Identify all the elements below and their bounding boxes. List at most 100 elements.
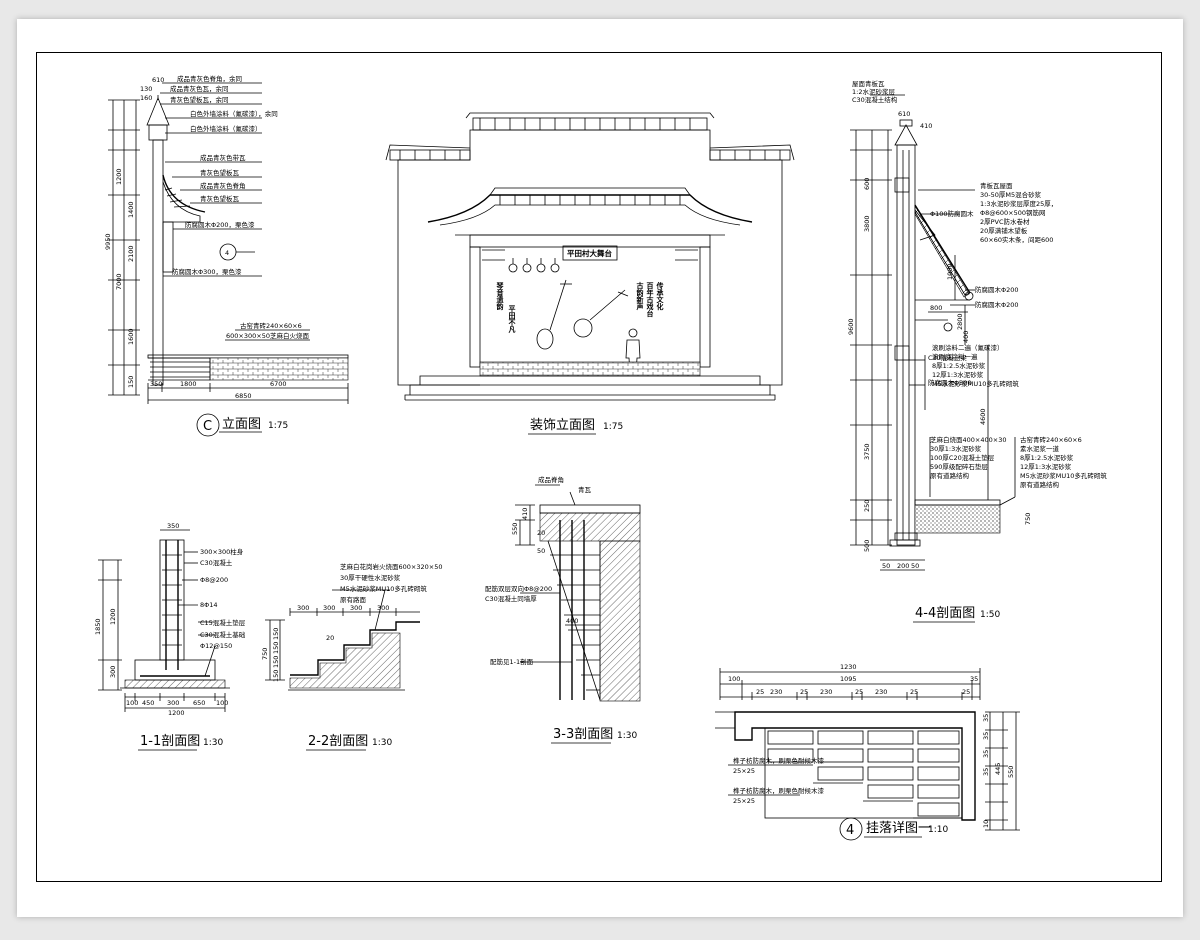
section-4-4-title: 4-4剖面图 bbox=[915, 606, 975, 621]
section-2-2-scale: 1:30 bbox=[372, 738, 392, 748]
couplet-left-1: 平田不凡 bbox=[508, 305, 516, 334]
s22-dim-1: 300 bbox=[323, 604, 335, 612]
d4-dim-side-0: 550 bbox=[1007, 766, 1015, 778]
s22-note-0: 芝麻白花岗岩火烧面600×320×50 bbox=[340, 562, 442, 571]
d4-dim-top-7: 25 bbox=[855, 688, 863, 696]
s11-note-5: C30混凝土基础 bbox=[200, 630, 246, 639]
c-note-0: 成品青灰色脊角，余同 bbox=[177, 74, 242, 83]
c-note-7: 成品青灰色脊角 bbox=[200, 181, 246, 190]
s22-dim-0: 300 bbox=[297, 604, 309, 612]
s44-note-19: M5水泥砂浆MU10多孔砖砌筑 bbox=[932, 379, 1019, 388]
s33-note-4: 配筋见1-1剖面 bbox=[490, 657, 534, 666]
s44-dim-6: 800 bbox=[930, 304, 942, 312]
d4-dim-side-4: 35 bbox=[982, 750, 990, 758]
c-dim-side-1: 1200 bbox=[115, 168, 123, 185]
s22-dim-2: 300 bbox=[350, 604, 362, 612]
c-dim-bottom-3: 6850 bbox=[235, 392, 252, 400]
d4-note-3: 25×25 bbox=[733, 797, 755, 805]
s44-note-6: Φ8@600×500钢筋网 bbox=[980, 208, 1046, 217]
s44-note-2: C30混凝土结构 bbox=[852, 95, 898, 104]
s44-note-9: 60×60实木条，间距600 bbox=[980, 235, 1053, 244]
s44-note-23: 590厚级配碎石垫层 bbox=[930, 462, 988, 471]
d4-dim-top-9: 25 bbox=[910, 688, 918, 696]
s44-dim-13: 500 bbox=[863, 540, 871, 552]
d4-dim-top-6: 230 bbox=[820, 688, 832, 696]
s33-dim-2: 20 bbox=[537, 529, 545, 537]
s44-note-11: 防腐圆木Φ200 bbox=[975, 285, 1019, 294]
c-dim-bottom-0: 350 bbox=[150, 380, 162, 388]
s33-dim-0: 550 bbox=[511, 523, 519, 535]
s44-dim-7: 2800 bbox=[956, 313, 964, 330]
s33-note-0: 成品脊角 bbox=[538, 475, 564, 484]
d4-dim-top-4: 230 bbox=[770, 688, 782, 696]
c-note-5: 成品青灰色带瓦 bbox=[200, 153, 246, 162]
c-dim-top-2: 160 bbox=[140, 94, 152, 102]
s33-dim-1: 410 bbox=[521, 508, 529, 520]
section-4-4: 屋面青板瓦1:2水泥砂浆层C30混凝土结构青板瓦屋面30-50厚M5混合砂浆1:… bbox=[847, 79, 1107, 623]
d4-dim-top-8: 230 bbox=[875, 688, 887, 696]
s44-note-26: 素水泥浆一道 bbox=[1020, 444, 1060, 453]
s11-dim-0: 350 bbox=[167, 522, 179, 530]
c-note-2: 青灰色望板瓦，余同 bbox=[170, 95, 229, 104]
s44-note-5: 1:3水泥砂浆层厚度25厚， bbox=[980, 199, 1057, 208]
detail-4-title: 挂落详图一 bbox=[866, 821, 931, 836]
d4-dim-side-5: 35 bbox=[982, 768, 990, 776]
c-note-11: 古窑青砖240×60×6 bbox=[240, 321, 302, 330]
couplet-right-0: 古韵新声 bbox=[636, 281, 645, 311]
s22-note-2: M5水泥砂浆MU10多孔砖砌筑 bbox=[340, 584, 427, 593]
d4-note-2: 榫子枋防腐木，刷栗色耐候木漆 bbox=[733, 786, 825, 795]
s22-note-3: 原有路面 bbox=[340, 595, 367, 604]
s22-dim-3: 300 bbox=[377, 604, 389, 612]
s11-dim-7: 650 bbox=[193, 699, 205, 707]
d4-dim-side-3: 35 bbox=[982, 732, 990, 740]
s44-note-14: 防腐圆木Φ300 bbox=[928, 378, 972, 387]
s11-note-3: 8Φ14 bbox=[200, 601, 218, 609]
c-note-1: 成品青灰色瓦，余同 bbox=[170, 84, 229, 93]
s44-note-30: 原有道路结构 bbox=[1020, 480, 1060, 489]
elevation-c: 4 成品青灰色脊角，余同成品青灰色瓦，余同青灰色望板瓦，余同白色外墙涂料（氟碳漆… bbox=[104, 74, 349, 437]
s33-note-1: 青瓦 bbox=[578, 485, 592, 494]
s44-dim-1: 3800 bbox=[863, 215, 871, 232]
d4-dim-top-2: 100 bbox=[728, 675, 740, 683]
drawing-sheet bbox=[17, 19, 1183, 917]
section-3-3-scale: 1:30 bbox=[617, 731, 637, 741]
s44-note-17: 8厚1:2.5水泥砂浆 bbox=[932, 361, 986, 370]
s44-note-3: 青板瓦屋面 bbox=[980, 181, 1013, 190]
s11-dim-5: 450 bbox=[142, 699, 154, 707]
s11-dim-6: 300 bbox=[167, 699, 179, 707]
s22-note-1: 30厚干硬性水泥砂浆 bbox=[340, 573, 401, 582]
section-3-3-title: 3-3剖面图 bbox=[553, 727, 613, 742]
d4-dim-side-2: 35 bbox=[982, 714, 990, 722]
d4-note-1: 25×25 bbox=[733, 767, 755, 775]
c-note-9: 防腐圆木Φ200，栗色漆 bbox=[185, 220, 255, 229]
c-note-4: 白色外墙涂料（氟碳漆） bbox=[190, 124, 262, 133]
s11-dim-2: 1200 bbox=[109, 608, 117, 625]
s44-note-1: 1:2水泥砂浆层 bbox=[852, 87, 895, 96]
s44-note-16: 滚刷底涂料一遍 bbox=[932, 352, 978, 361]
c-note-12: 600×300×50芝麻白火烧面 bbox=[226, 331, 309, 340]
s44-note-13: C30混凝土梁 bbox=[928, 353, 967, 362]
section-4-4-scale: 1:50 bbox=[980, 610, 1000, 620]
d4-dim-top-10: 25 bbox=[962, 688, 970, 696]
c-note-10: 防腐圆木Φ300，栗色漆 bbox=[172, 267, 242, 276]
d4-dim-top-5: 25 bbox=[800, 688, 808, 696]
c-dim-bottom-2: 6700 bbox=[270, 380, 287, 388]
view-c-title: 立面图 bbox=[222, 417, 261, 432]
s44-note-29: M5水泥砂浆MU10多孔砖砌筑 bbox=[1020, 471, 1107, 480]
s11-note-2: Φ8@200 bbox=[200, 576, 228, 584]
s44-note-24: 原有道路结构 bbox=[930, 471, 970, 480]
s33-dim-4: 400 bbox=[566, 617, 578, 625]
detail-4-marker: 4 bbox=[846, 823, 854, 838]
drawing-frame bbox=[36, 52, 1162, 882]
s11-dim-1: 1850 bbox=[94, 618, 102, 635]
c-dim-side-0: 9950 bbox=[104, 233, 112, 250]
s44-note-12: 防腐圆木Φ200 bbox=[975, 300, 1019, 309]
s33-note-3: C30混凝土同墙厚 bbox=[485, 594, 537, 603]
view-c-scale: 1:75 bbox=[268, 421, 288, 431]
s44-note-22: 100厚C20混凝土垫层 bbox=[930, 453, 995, 462]
c-dim-side-6: 150 bbox=[127, 376, 135, 388]
c-dim-bottom-1: 1800 bbox=[180, 380, 197, 388]
s44-dim-16: 50 bbox=[911, 562, 919, 570]
